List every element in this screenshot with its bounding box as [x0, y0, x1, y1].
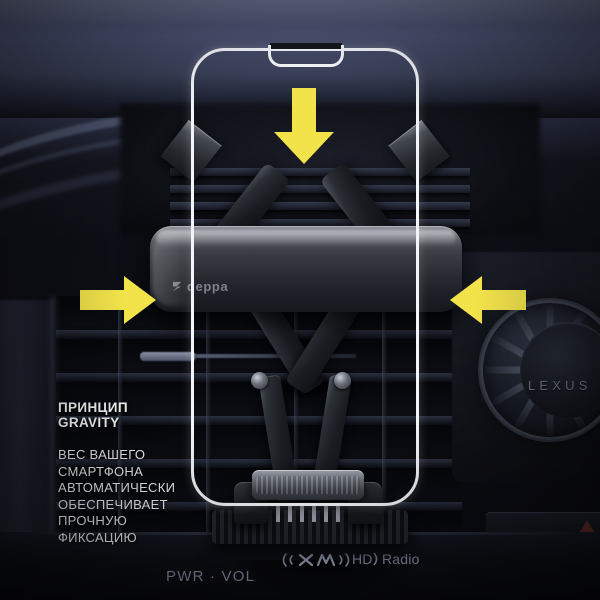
hd-badge-icon: HD [352, 551, 378, 567]
callout-body-line-2: СМАРТФОНА [58, 463, 144, 479]
deppa-chevron-icon [172, 281, 182, 291]
arrow-right-grip [450, 276, 526, 324]
holder-body-sheen [152, 232, 196, 306]
vent-lever[interactable] [140, 352, 196, 361]
hd-radio-label: HD Radio [352, 550, 420, 568]
hd-radio-text: Radio [382, 551, 420, 567]
callout-heading-line2: GRAVITY [58, 415, 120, 430]
xm-logo-svg [282, 553, 350, 567]
callout-heading-line1: ПРИНЦИП [58, 400, 128, 415]
arrow-down-icon [274, 88, 334, 164]
dashboard-sheen [0, 0, 600, 26]
vent-clip-pins [276, 506, 344, 522]
arrow-right-pointing-icon [80, 276, 156, 324]
callout-body-line-6: ФИКСАЦИЮ [58, 529, 137, 545]
callout-body-line-1: ВЕС ВАШЕГО [58, 447, 146, 462]
power-volume-label: PWR · VOL [166, 568, 256, 585]
lexus-wordmark: LEXUS [528, 378, 592, 393]
arrow-down [272, 88, 336, 164]
svg-text:HD: HD [352, 551, 373, 567]
callout-text-block: ПРИНЦИП GRAVITY ВЕС ВАШЕГО СМАРТФОНА АВТ… [58, 400, 208, 546]
callout-body-line-3: АВТОМАТИЧЕСКИ [58, 480, 176, 495]
callout-body-line-5: ПРОЧНУЮ [58, 513, 128, 528]
arrow-left-grip [80, 276, 156, 324]
phone-notch-outline [268, 45, 344, 67]
callout-body-line-4: ОБЕСПЕЧИВАЕТ [58, 496, 168, 512]
callout-body: ВЕС ВАШЕГО СМАРТФОНА АВТОМАТИЧЕСКИ ОБЕСП… [58, 447, 208, 546]
callout-heading: ПРИНЦИП GRAVITY [58, 400, 208, 430]
xm-satellite-radio-icon [280, 550, 352, 573]
arrow-left-pointing-icon [450, 276, 526, 324]
